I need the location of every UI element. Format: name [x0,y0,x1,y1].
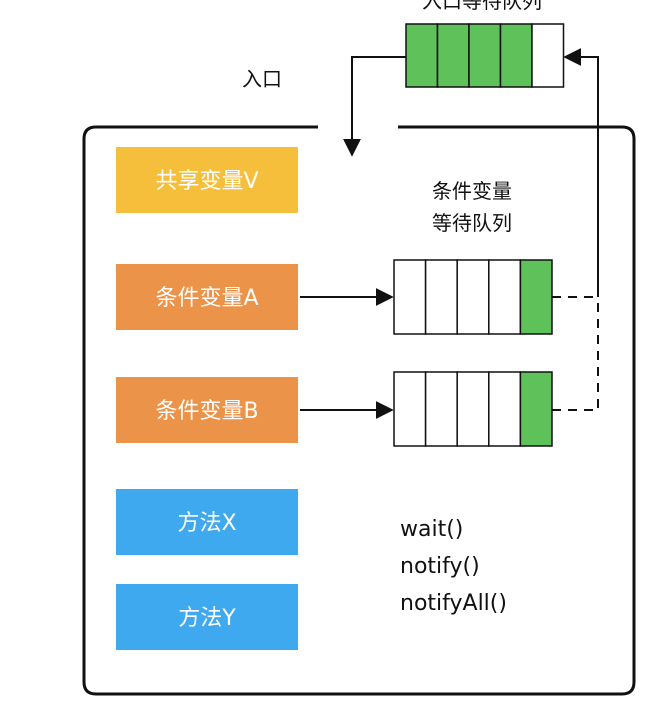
cond-b-return-dashed [552,297,599,411]
shared-variable-box [116,147,298,213]
method-x-box [116,489,298,555]
cond-a-queue-cell [488,259,522,335]
cond-b-queue-cell [456,371,490,447]
cond-a-queue-cell [519,259,553,335]
shared-variable-label: 共享变量V [155,169,258,194]
cond-b-queue-cell [488,371,522,447]
entry-queue-cell [468,23,502,88]
condition-variable-a-label: 条件变量A [155,286,258,311]
condition-queue-label-line2: 等待队列 [432,211,512,235]
condition-queue-label-line1: 条件变量 [432,179,512,203]
method-y-box [116,584,298,650]
cond-b-queue-cell [393,371,427,447]
entry-arrow [343,56,406,157]
condition-a-waiting-queue [393,259,553,335]
method-x-label: 方法X [177,511,236,536]
method-notify-all: notifyAll() [400,591,507,616]
cond-b-queue-cell [519,371,553,447]
entry-queue-cell [499,23,533,88]
return-to-entry-arrow [563,48,599,297]
cond-b-queue-cell [424,371,458,447]
entry-queue-cell [405,23,439,88]
entry-queue-cell [436,23,470,88]
cond-a-queue-cell [424,259,458,335]
condition-variable-b-box [116,377,298,443]
entry-waiting-queue [405,23,565,88]
method-wait: wait() [400,517,463,542]
method-notify: notify() [400,554,480,579]
entry-queue-cell [531,23,565,88]
condition-variable-b-label: 条件变量B [155,399,258,424]
condition-variable-a-box [116,264,298,330]
method-y-label: 方法Y [178,606,236,631]
entry-queue-label: 入口等待队列 [422,0,542,13]
cond-a-queue-cell [456,259,490,335]
entry-label: 入口 [242,67,282,91]
condition-b-waiting-queue [393,371,553,447]
monitor-outline [82,125,636,696]
cond-a-queue-cell [393,259,427,335]
